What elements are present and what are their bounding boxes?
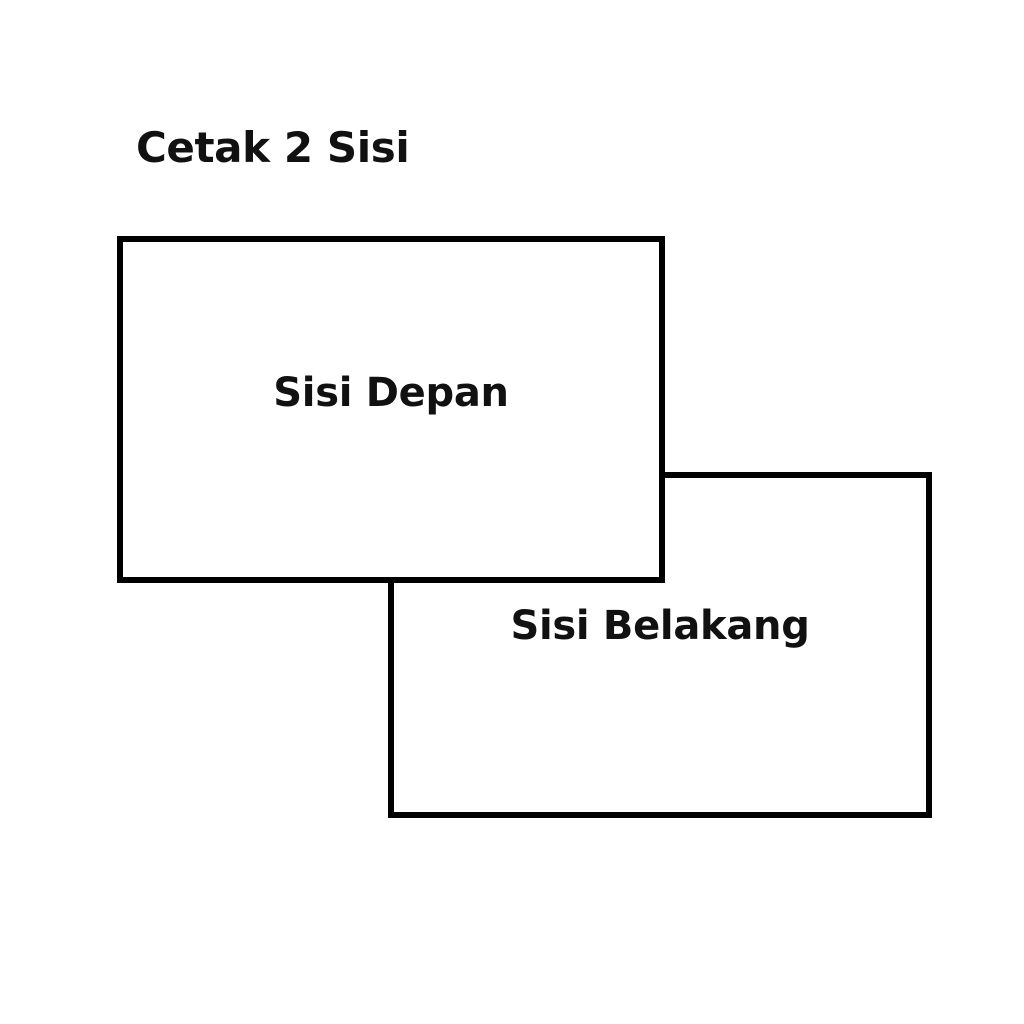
sheet-front-label: Sisi Depan (273, 369, 509, 416)
sheet-front[interactable]: Sisi Depan (117, 236, 665, 583)
page-title: Cetak 2 Sisi (136, 123, 410, 172)
sheet-back-label: Sisi Belakang (510, 603, 810, 649)
